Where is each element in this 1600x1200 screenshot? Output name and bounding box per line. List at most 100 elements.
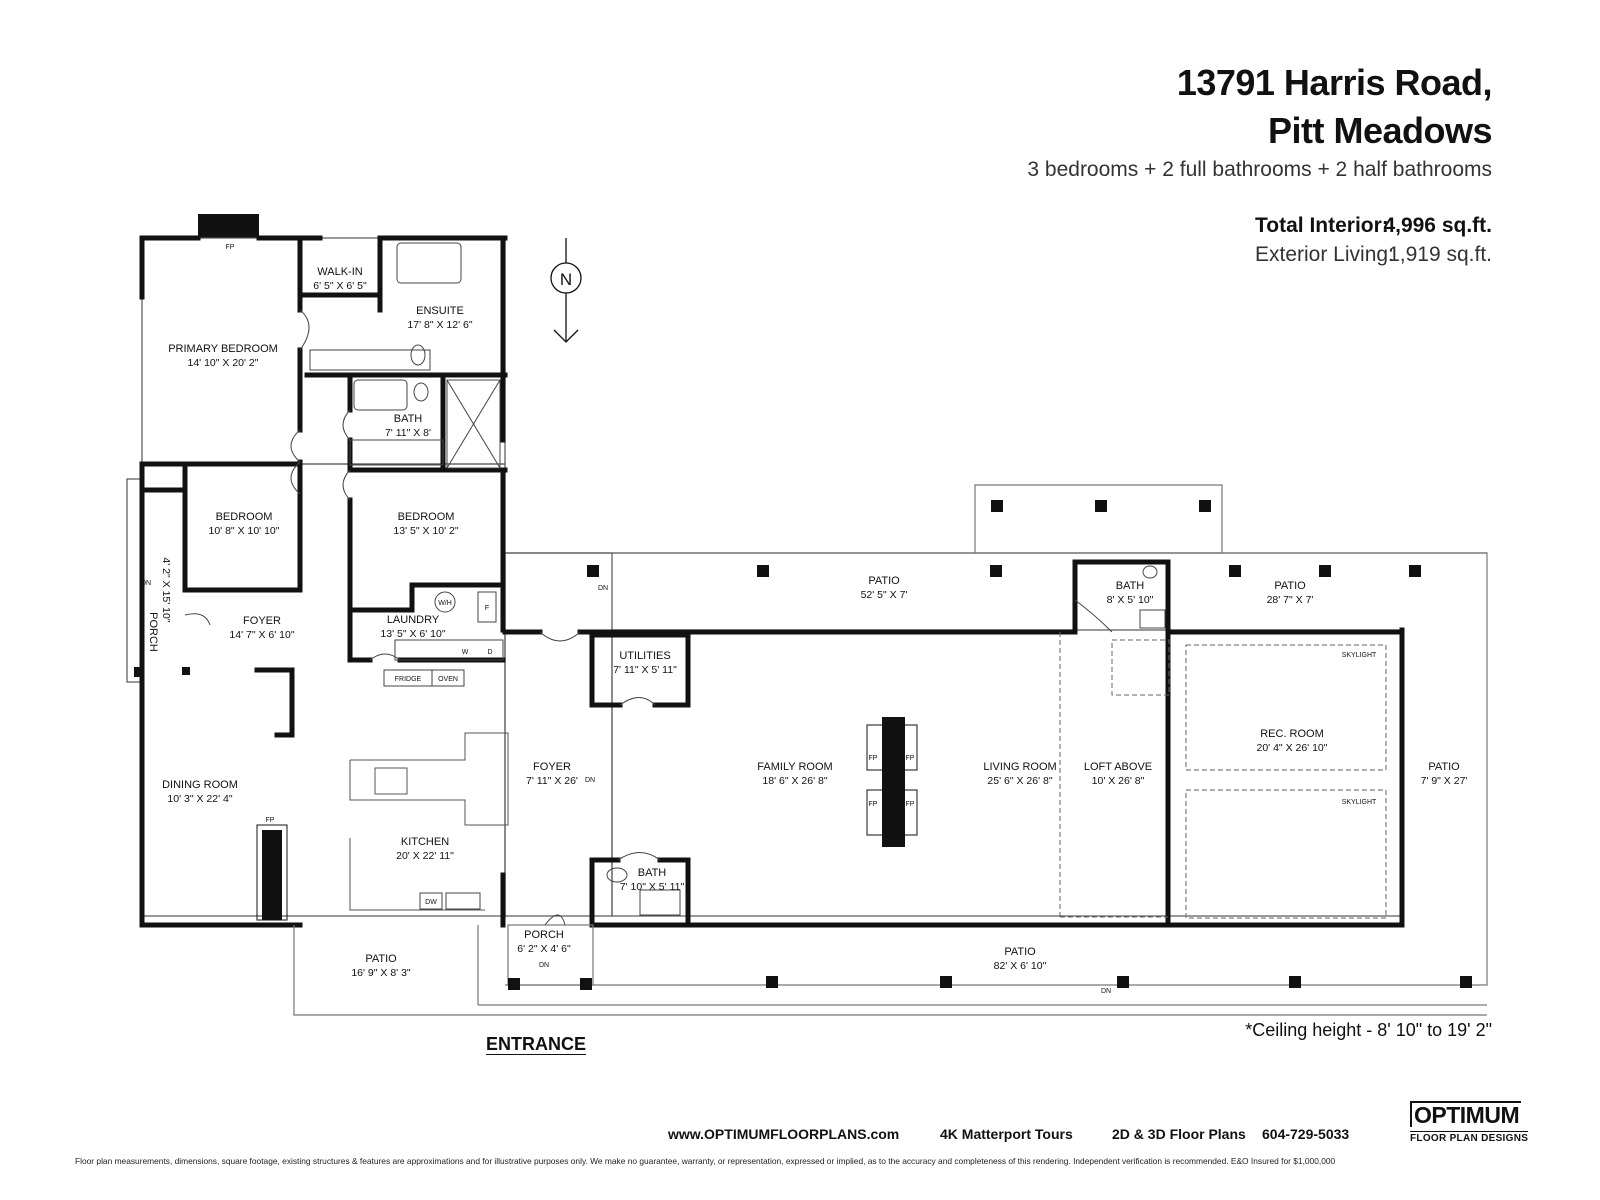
- porch-entry-name: PORCH: [524, 929, 564, 941]
- svg-text:D: D: [487, 649, 492, 656]
- foyer-2-name: FOYER: [533, 761, 571, 773]
- svg-text:OVEN: OVEN: [438, 676, 458, 683]
- living-room-dim: 25' 6" X 26' 8": [987, 775, 1052, 787]
- patio-sw-dim: 16' 9" X 8' 3": [351, 967, 411, 979]
- patio-south-dim: 82' X 6' 10": [994, 960, 1047, 972]
- patio-east-name: PATIO: [1428, 761, 1460, 773]
- utilities-dim: 7' 11" X 5' 11": [613, 664, 677, 676]
- entrance-label: ENTRANCE: [486, 1034, 587, 1054]
- svg-text:FRIDGE: FRIDGE: [395, 676, 422, 683]
- family-room-dim: 18' 6" X 26' 8": [762, 775, 827, 787]
- bedroom-1-name: BEDROOM: [216, 511, 273, 523]
- dining-fireplace: [262, 830, 282, 920]
- chimney: [198, 214, 259, 238]
- svg-text:SKYLIGHT: SKYLIGHT: [1342, 799, 1377, 806]
- utilities-name: UTILITIES: [619, 650, 670, 662]
- svg-text:FP: FP: [869, 755, 878, 762]
- svg-text:DN: DN: [1101, 988, 1111, 995]
- fixture-labels: FP FP FP FP FP FP DN DN DN DN DN W/H F W…: [141, 244, 1377, 995]
- patio-north-2-name: PATIO: [1274, 580, 1306, 592]
- patio-north-1-dim: 52' 5" X 7': [861, 589, 908, 601]
- bath-main-name: BATH: [394, 413, 423, 425]
- interior-walls: [139, 235, 1405, 928]
- footer-website: www.OPTIMUMFLOORPLANS.com: [668, 1126, 900, 1142]
- skylights: [1059, 632, 1387, 919]
- primary-bedroom-name: PRIMARY BEDROOM: [168, 343, 278, 355]
- svg-text:DN: DN: [585, 777, 595, 784]
- bath-half-1-name: BATH: [638, 867, 667, 879]
- address-line-2: Pitt Meadows: [1267, 110, 1493, 151]
- footer-disclaimer: Floor plan measurements, dimensions, squ…: [75, 1156, 1336, 1166]
- foyer-2-dim: 7' 11" X 26': [526, 775, 578, 787]
- svg-text:FP: FP: [869, 801, 878, 808]
- property-summary: 3 bedrooms + 2 full bathrooms + 2 half b…: [1027, 158, 1492, 181]
- bath-fixtures: [309, 242, 1166, 916]
- north-compass-icon: N: [550, 238, 582, 343]
- foyer-1-dim: 14' 7" X 6' 10": [229, 629, 294, 641]
- laundry-name: LAUNDRY: [387, 614, 440, 626]
- footer-service-plans: 2D & 3D Floor Plans: [1112, 1126, 1246, 1142]
- patio-north-1-name: PATIO: [868, 575, 900, 587]
- svg-text:DW: DW: [425, 899, 437, 906]
- loft-above-dim: 10' X 26' 8": [1092, 775, 1145, 787]
- walk-in-dim: 6' 5" X 6' 5": [313, 280, 367, 292]
- svg-text:FP: FP: [266, 817, 275, 824]
- bath-half-2-name: BATH: [1116, 580, 1145, 592]
- svg-text:FP: FP: [226, 244, 235, 251]
- loft-above-name: LOFT ABOVE: [1084, 761, 1152, 773]
- ensuite-dim: 17' 8" X 12' 6": [407, 319, 472, 331]
- patio-outlines: [293, 484, 1488, 1016]
- footer-service-tours: 4K Matterport Tours: [940, 1126, 1073, 1142]
- laundry-dim: 13' 5" X 6' 10": [380, 628, 445, 640]
- porch-entry-dim: 6' 2" X 4' 6": [517, 943, 571, 955]
- central-fireplace: [882, 717, 905, 847]
- porch-side-dim: 4' 2" X 15' 10": [160, 557, 172, 622]
- kitchen-island: [349, 732, 509, 911]
- bedroom-2-name: BEDROOM: [398, 511, 455, 523]
- patio-north-2-dim: 28' 7" X 7': [1267, 594, 1314, 606]
- bath-half-2-dim: 8' X 5' 10": [1107, 594, 1154, 606]
- svg-text:FP: FP: [906, 801, 915, 808]
- porch-side-name: PORCH: [147, 612, 159, 652]
- bath-half-1-dim: 7' 10" X 5' 11": [620, 881, 685, 893]
- bedroom-2-dim: 13' 5" X 10' 2": [393, 525, 458, 537]
- bath-main-dim: 7' 11" X 8': [385, 427, 431, 439]
- patio-east-dim: 7' 9" X 27': [1421, 775, 1468, 787]
- ensuite-name: ENSUITE: [416, 305, 464, 317]
- dining-room-name: DINING ROOM: [162, 779, 238, 791]
- svg-text:DN: DN: [539, 962, 549, 969]
- total-interior-value: 4,996 sq.ft.: [1383, 214, 1492, 237]
- window-walls: [126, 237, 1487, 917]
- rec-room-name: REC. ROOM: [1260, 728, 1324, 740]
- optimum-logo-sub: FLOOR PLAN DESIGNS: [1410, 1131, 1529, 1144]
- room-labels: PRIMARY BEDROOM 14' 10" X 20' 2" WALK-IN…: [147, 266, 1467, 979]
- foyer-1-name: FOYER: [243, 615, 281, 627]
- svg-text:DN: DN: [141, 580, 151, 587]
- kitchen-dim: 20' X 22' 11": [396, 850, 454, 862]
- door-swings: [184, 309, 1113, 926]
- patio-sw-name: PATIO: [365, 953, 397, 965]
- address-line-1: 13791 Harris Road,: [1176, 62, 1493, 103]
- exterior-living-label: Exterior Living:: [1255, 243, 1394, 266]
- ceiling-height-note: *Ceiling height - 8' 10" to 19' 2": [1245, 1020, 1492, 1040]
- patio-south-name: PATIO: [1004, 946, 1036, 958]
- svg-text:DN: DN: [598, 585, 608, 592]
- kitchen-name: KITCHEN: [401, 836, 449, 848]
- primary-bedroom-dim: 14' 10" X 20' 2": [187, 357, 258, 369]
- svg-text:W: W: [462, 649, 469, 656]
- svg-text:W/H: W/H: [438, 600, 452, 607]
- bedroom-1-dim: 10' 8" X 10' 10": [208, 525, 279, 537]
- optimum-logo: OPTIMUM: [1410, 1101, 1522, 1127]
- exterior-living-value: 1,919 sq.ft.: [1388, 243, 1492, 266]
- svg-text:F: F: [485, 605, 489, 612]
- patio-posts: [134, 500, 1472, 990]
- compass-letter: N: [560, 270, 572, 289]
- svg-text:SKYLIGHT: SKYLIGHT: [1342, 652, 1377, 659]
- living-room-name: LIVING ROOM: [983, 761, 1056, 773]
- rec-room-dim: 20' 4" X 26' 10": [1256, 742, 1327, 754]
- family-room-name: FAMILY ROOM: [757, 761, 832, 773]
- walk-in-name: WALK-IN: [317, 266, 362, 278]
- total-interior-label: Total Interior:: [1255, 214, 1389, 237]
- svg-text:FP: FP: [906, 755, 915, 762]
